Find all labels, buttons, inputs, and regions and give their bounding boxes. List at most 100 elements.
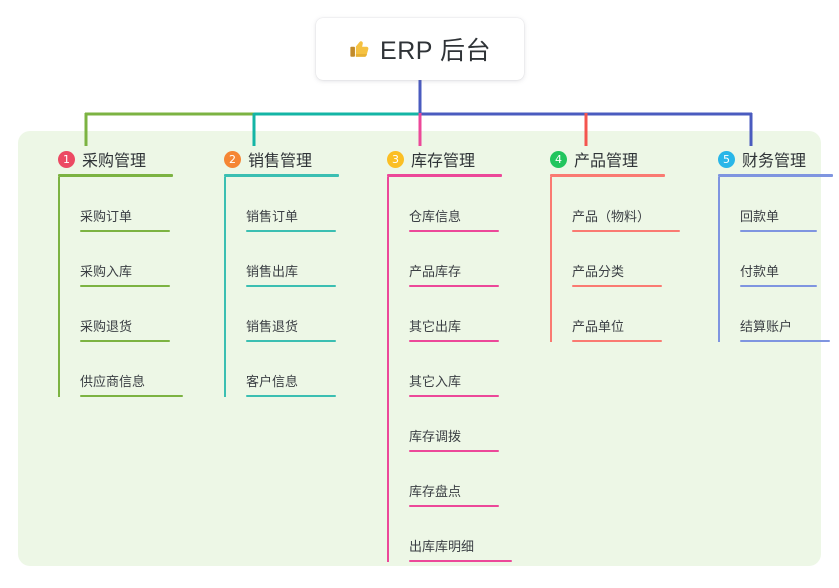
column-badge-5: 5	[718, 150, 735, 168]
menu-item-label: 采购入库	[80, 264, 133, 279]
column-header-1[interactable]: 1 采购管理	[38, 148, 183, 170]
column-header-rule-3	[387, 174, 502, 177]
column-title-3: 库存管理	[411, 153, 476, 170]
menu-item[interactable]: 销售出库	[224, 232, 339, 287]
root-node-content: ERP 后台	[349, 31, 491, 67]
menu-item-rule	[409, 450, 499, 452]
menu-item[interactable]: 库存盘点	[387, 452, 512, 507]
column-items-4: 产品（物料） 产品分类产品单位	[550, 177, 680, 342]
menu-item-label: 库存调拨	[409, 429, 462, 444]
column-header-3[interactable]: 3 库存管理	[367, 148, 512, 170]
menu-item[interactable]: 回款单	[718, 177, 833, 232]
column-3: 3 库存管理仓库信息产品库存其它出库其它入库库存调拨库存盘点出库库明细	[367, 148, 512, 562]
menu-item[interactable]: 采购退货	[58, 287, 183, 342]
menu-item-rule	[409, 560, 512, 562]
menu-item-rule	[409, 285, 499, 287]
column-header-2[interactable]: 2 销售管理	[204, 148, 339, 170]
menu-item-label: 采购退货	[80, 319, 133, 334]
menu-item[interactable]: 仓库信息	[387, 177, 512, 232]
menu-item[interactable]: 供应商信息	[58, 342, 183, 397]
column-spine-3	[387, 177, 389, 562]
menu-item-label: 产品分类	[572, 264, 625, 279]
column-header-rule-1	[58, 174, 173, 177]
column-header-rule-5	[718, 174, 833, 177]
menu-item-label: 客户信息	[246, 374, 299, 389]
menu-item-label: 付款单	[740, 264, 780, 279]
menu-item-rule	[80, 285, 170, 287]
menu-item-label: 产品单位	[572, 319, 625, 334]
menu-item-rule	[409, 395, 499, 397]
column-badge-4: 4	[550, 150, 567, 168]
column-title-5: 财务管理	[742, 153, 807, 170]
menu-item-label: 回款单	[740, 209, 780, 224]
menu-item-rule	[246, 395, 336, 397]
column-spine-5	[718, 177, 720, 342]
menu-item-label: 销售退货	[246, 319, 299, 334]
menu-item[interactable]: 其它出库	[387, 287, 512, 342]
column-badge-3: 3	[387, 150, 404, 168]
menu-item-rule	[740, 285, 817, 287]
menu-item-rule	[572, 230, 680, 232]
menu-item[interactable]: 销售订单	[224, 177, 339, 232]
menu-item[interactable]: 库存调拨	[387, 397, 512, 452]
menu-item-rule	[572, 340, 662, 342]
menu-item-rule	[572, 285, 662, 287]
menu-item[interactable]: 产品库存	[387, 232, 512, 287]
menu-item-label: 产品库存	[409, 264, 462, 279]
thumbs-up-icon	[349, 38, 371, 60]
menu-item-label: 库存盘点	[409, 484, 462, 499]
column-2: 2 销售管理销售订单销售出库销售退货客户信息	[204, 148, 339, 397]
menu-item[interactable]: 出库库明细	[387, 507, 512, 562]
column-title-4: 产品管理	[574, 153, 639, 170]
column-header-5[interactable]: 5 财务管理	[698, 148, 833, 170]
menu-item-label: 其它出库	[409, 319, 462, 334]
menu-item-rule	[409, 505, 499, 507]
column-header-4[interactable]: 4 产品管理	[530, 148, 680, 170]
column-spine-2	[224, 177, 226, 397]
menu-item-label: 出库库明细	[409, 539, 475, 554]
menu-item[interactable]: 付款单	[718, 232, 833, 287]
root-node-label: ERP 后台	[380, 37, 491, 65]
root-node-erp-backend[interactable]: ERP 后台	[316, 18, 524, 80]
menu-item-rule	[409, 340, 499, 342]
menu-item[interactable]: 产品分类	[550, 232, 680, 287]
menu-item-label: 结算账户	[740, 319, 793, 334]
column-spine-1	[58, 177, 60, 397]
menu-item-label: 其它入库	[409, 374, 462, 389]
menu-item-label: 仓库信息	[409, 209, 462, 224]
column-items-3: 仓库信息产品库存其它出库其它入库库存调拨库存盘点出库库明细	[387, 177, 512, 562]
menu-item[interactable]: 客户信息	[224, 342, 339, 397]
column-4: 4 产品管理产品（物料） 产品分类产品单位	[530, 148, 680, 342]
column-items-2: 销售订单销售出库销售退货客户信息	[224, 177, 339, 397]
menu-item[interactable]: 销售退货	[224, 287, 339, 342]
menu-item[interactable]: 结算账户	[718, 287, 833, 342]
menu-item[interactable]: 其它入库	[387, 342, 512, 397]
menu-item-label: 采购订单	[80, 209, 133, 224]
menu-item-rule	[80, 395, 183, 397]
menu-item-rule	[409, 230, 499, 232]
menu-item-label: 供应商信息	[80, 374, 146, 389]
menu-item-label: 销售出库	[246, 264, 299, 279]
column-title-1: 采购管理	[82, 153, 147, 170]
menu-item-rule	[80, 340, 170, 342]
column-badge-2: 2	[224, 150, 241, 168]
column-badge-1: 1	[58, 150, 75, 168]
column-1: 1 采购管理采购订单采购入库采购退货供应商信息	[38, 148, 183, 397]
menu-item[interactable]: 采购订单	[58, 177, 183, 232]
column-spine-4	[550, 177, 552, 342]
column-items-1: 采购订单采购入库采购退货供应商信息	[58, 177, 183, 397]
menu-item-rule	[246, 230, 336, 232]
menu-item-label: 产品（物料）	[572, 209, 651, 224]
menu-item[interactable]: 产品（物料）	[550, 177, 680, 232]
menu-item-rule	[246, 340, 336, 342]
column-title-2: 销售管理	[248, 153, 313, 170]
column-5: 5 财务管理回款单付款单结算账户	[698, 148, 833, 342]
diagram-background-panel	[18, 131, 821, 566]
menu-item-rule	[80, 230, 170, 232]
menu-item-label: 销售订单	[246, 209, 299, 224]
menu-item-rule	[246, 285, 336, 287]
menu-item[interactable]: 采购入库	[58, 232, 183, 287]
menu-item-rule	[740, 340, 830, 342]
menu-item[interactable]: 产品单位	[550, 287, 680, 342]
column-header-rule-4	[550, 174, 665, 177]
